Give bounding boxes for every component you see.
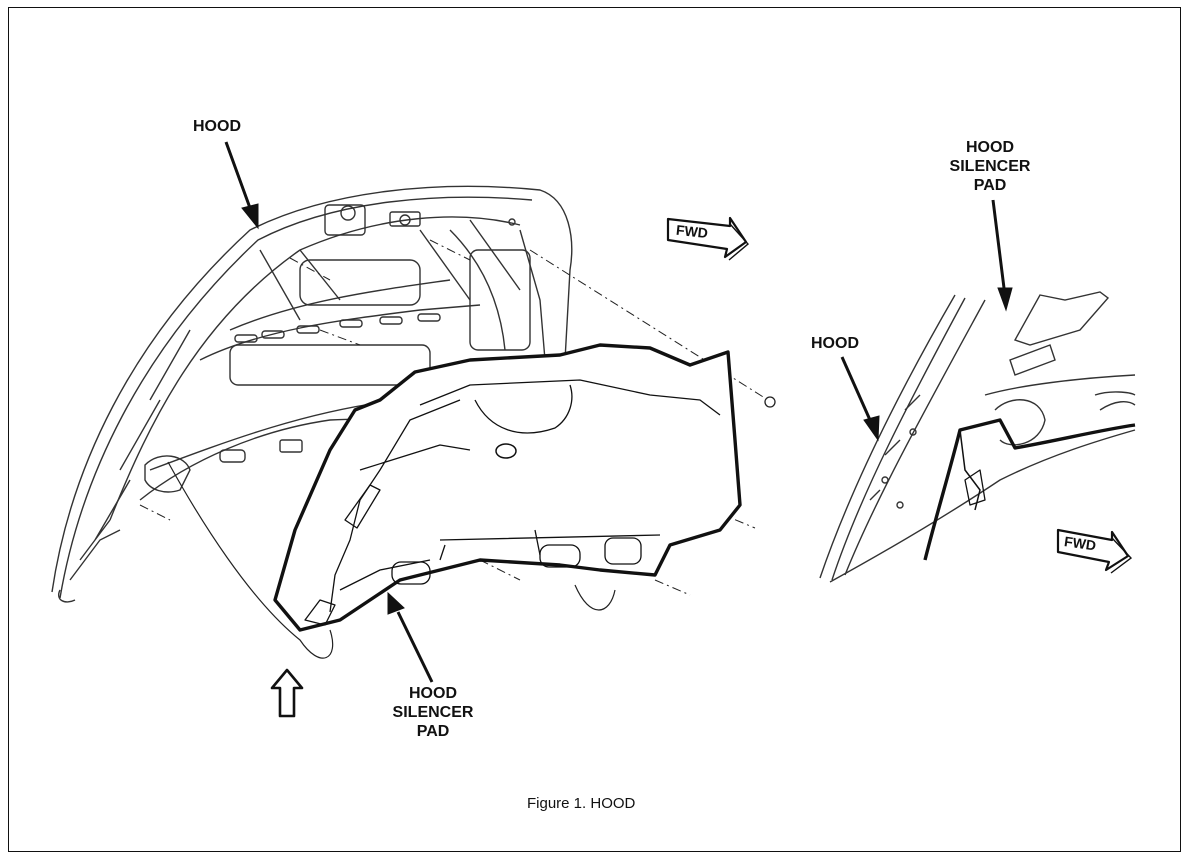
- hood-label-main: HOOD: [193, 118, 241, 135]
- hood-label-detail: HOOD: [811, 335, 859, 352]
- callout-arrows: [224, 141, 1013, 683]
- silencer-pad-label-detail: HOOD SILENCER PAD: [949, 139, 1031, 194]
- fwd-arrow-main: FWD: [666, 216, 750, 261]
- retainer-clip: [764, 396, 776, 408]
- fwd-label-detail: FWD: [1063, 533, 1097, 553]
- silencer-pad-main: [273, 343, 742, 632]
- hood-detail-view: [819, 291, 1136, 583]
- up-arrow-icon: [270, 668, 304, 718]
- figure-frame: [8, 7, 1181, 852]
- fwd-arrow-detail: FWD: [1056, 528, 1133, 574]
- silencer-pad-label-main: HOOD SILENCER PAD: [392, 685, 474, 740]
- silencer-pad-detail: [923, 418, 1136, 561]
- figure-caption: Figure 1. HOOD: [527, 795, 636, 812]
- fwd-label-main: FWD: [675, 222, 708, 241]
- pad-lead-line: [167, 461, 334, 659]
